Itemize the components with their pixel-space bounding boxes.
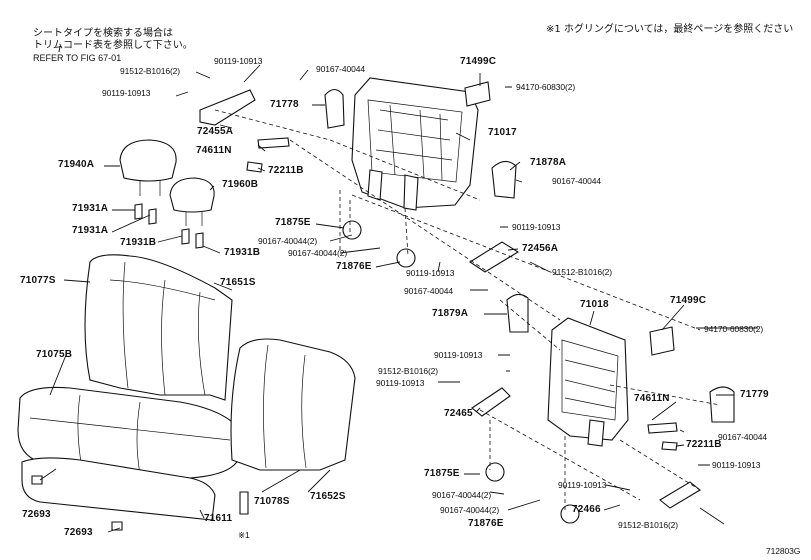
part-label: 71017 <box>488 127 517 138</box>
part-71876E-upper <box>396 248 416 268</box>
part-label: 90119-10913 <box>712 460 761 470</box>
part-72465 <box>471 387 511 417</box>
part-71875E-lower <box>485 462 505 482</box>
part-label: 90167-40044(2) <box>432 490 492 500</box>
part-label: 72211B <box>686 439 722 450</box>
part-label: 71499C <box>460 56 497 67</box>
part-label: 90119-10913 <box>406 268 455 278</box>
part-label: 72465 <box>444 408 473 419</box>
part-label: 90167-40044 <box>718 432 768 442</box>
part-74611N-upper <box>257 137 290 149</box>
part-label: 94170-60830(2) <box>516 82 576 92</box>
part-label: 71077S <box>20 275 56 286</box>
part-label: 94170-60830(2) <box>704 324 764 334</box>
part-label: 72693 <box>22 509 51 520</box>
hog-ring-footnote: ※1 ホグリングについては，最終ページを参照ください <box>546 24 794 35</box>
part-label: 90119-10913 <box>512 222 561 232</box>
part-label: 91512-B1016(2) <box>120 66 181 76</box>
part-label: 71778 <box>270 99 299 110</box>
part-71960B-headrest <box>169 177 215 213</box>
part-label: 72211B <box>268 165 304 176</box>
part-label: 90119-10913 <box>376 378 425 388</box>
hog-ring-mark <box>239 491 249 515</box>
part-71499C-upper <box>464 81 491 107</box>
seatback-frame-lower <box>547 317 629 447</box>
part-label: 72693 <box>64 527 93 538</box>
part-label: 90167-40044 <box>316 64 366 74</box>
part-label: 91512-B1016(2) <box>378 366 439 376</box>
part-71876E-lower <box>560 504 580 524</box>
part-71878A <box>491 160 517 199</box>
part-label: 90167-40044(2) <box>440 505 500 515</box>
part-label: 91512-B1016(2) <box>552 267 613 277</box>
seat-search-note-line2: トリムコード表を参照して下さい。 <box>33 40 193 51</box>
part-label: 74611N <box>634 393 670 404</box>
part-label: 71611 <box>204 513 233 524</box>
part-label: 90167-40044(2) <box>288 248 348 258</box>
part-label: 90119-10913 <box>434 350 483 360</box>
part-label: 90167-40044(2) <box>258 236 318 246</box>
part-72211B-lower <box>661 441 678 451</box>
part-71879A <box>506 293 529 333</box>
part-label: 71078S <box>254 496 290 507</box>
part-label: 71940A <box>58 159 95 170</box>
part-label: 71876E <box>336 261 372 272</box>
part-label: 71018 <box>580 299 609 310</box>
part-label: 90119-10913 <box>214 56 263 66</box>
seat-cushion-left <box>17 386 241 521</box>
figure-code: 712803G <box>766 546 801 556</box>
part-label: 72455A <box>197 126 234 137</box>
seatback-frame-upper <box>351 77 479 211</box>
part-71940A-headrest <box>119 139 177 182</box>
part-label: 71875E <box>275 217 311 228</box>
part-label: 71931A <box>72 225 109 236</box>
part-label: 74611N <box>196 145 232 156</box>
part-label: 71075B <box>36 349 73 360</box>
part-72455A <box>199 89 256 126</box>
part-label: 90119-10913 <box>102 88 151 98</box>
part-72211B-upper <box>246 161 263 173</box>
part-label: 72466 <box>572 504 601 515</box>
part-71875E-upper <box>342 220 362 240</box>
part-label: 90167-40044 <box>404 286 454 296</box>
part-label: 71779 <box>740 389 769 400</box>
part-71499C-lower <box>649 326 675 356</box>
part-label: 71876E <box>468 518 504 529</box>
part-label: 71878A <box>530 157 567 168</box>
hog-ring-mark-label: ※1 <box>238 530 250 540</box>
part-74611N-lower <box>647 422 678 434</box>
part-label: 72456A <box>522 243 559 254</box>
seat-search-note-line1: シートタイプを検索する場合は <box>33 28 173 39</box>
part-71778 <box>324 88 345 129</box>
part-label: 71879A <box>432 308 469 319</box>
seatback-cover-right <box>230 338 356 471</box>
part-label: 71875E <box>424 468 460 479</box>
part-label: 71931B <box>224 247 261 258</box>
part-label: 71652S <box>310 491 346 502</box>
part-label: 71651S <box>220 277 256 288</box>
part-label: 71931A <box>72 203 109 214</box>
part-label: 71499C <box>670 295 707 306</box>
part-label: 71931B <box>120 237 157 248</box>
part-label: 90167-40044 <box>552 176 602 186</box>
refer-figure-note: REFER TO FIG 67-01 <box>33 53 122 63</box>
part-label: 90119-10913 <box>558 480 607 490</box>
seatback-cover-left <box>84 254 233 401</box>
part-label: 71960B <box>222 179 259 190</box>
part-71779 <box>709 386 735 423</box>
part-label: 91512-B1016(2) <box>618 520 679 530</box>
part-72693-a <box>31 475 43 485</box>
